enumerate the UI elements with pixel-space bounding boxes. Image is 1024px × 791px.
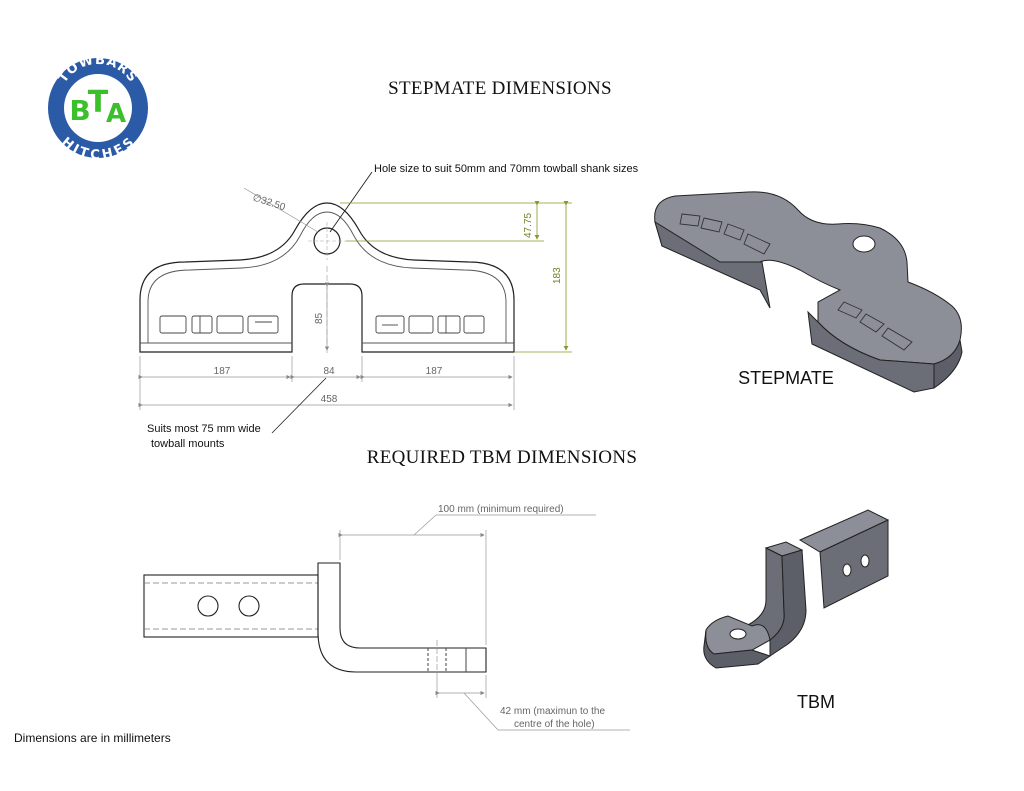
- mount-note-line2: towball mounts: [151, 438, 225, 450]
- tbm-shank-hole-1: [197, 595, 219, 617]
- stepmate-plate-drawing: [139, 202, 515, 356]
- tbm-dim-bottom-line2: centre of the hole): [514, 719, 595, 730]
- slot-depth-dimension: 85: [314, 282, 330, 351]
- mount-note-callout: Suits most 75 mm wide towball mounts: [147, 377, 327, 450]
- tbm-bottom-dimension: [435, 675, 630, 731]
- dim-right: 187: [426, 366, 443, 377]
- stepmate-3d-end-face: [933, 339, 963, 389]
- stepmate-title: STEPMATE DIMENSIONS: [388, 78, 612, 99]
- dim-hole-offset: 47.75: [523, 213, 534, 238]
- tbm-3d-view: TBM: [703, 509, 890, 712]
- horizontal-dimensions: [138, 356, 515, 410]
- dim-total: 458: [321, 394, 338, 405]
- tbm-title: REQUIRED TBM DIMENSIONS: [367, 447, 637, 468]
- stepmate-3d-front-face: [807, 310, 935, 393]
- stepmate-3d-hole: [852, 235, 876, 253]
- dim-left: 187: [214, 366, 231, 377]
- plate-lettering-left: [159, 315, 279, 334]
- stepmate-3d-top-back: [654, 191, 962, 365]
- tbm-shank-hole-2: [238, 595, 260, 617]
- tbm-3d-arm-hole: [729, 628, 747, 640]
- tbm-shank: [143, 574, 319, 638]
- vertical-dimensions: [340, 201, 572, 353]
- bta-logo: TOWBARS HITCHES B T A: [48, 53, 148, 163]
- tbm-dim-top: 100 mm (minimum required): [438, 504, 564, 515]
- hole-note: Hole size to suit 50mm and 70mm towball …: [374, 163, 639, 175]
- logo-letter-a: A: [106, 99, 126, 129]
- plate-outline: [139, 202, 515, 353]
- diameter-label: ∅32.50: [251, 192, 287, 213]
- tbm-3d-shank-hole-2: [860, 554, 870, 568]
- dim-slot-width: 84: [323, 366, 335, 377]
- stepmate-3d-view: STEPMATE: [654, 191, 963, 393]
- tbm-3d-arm-side: [703, 629, 772, 669]
- dim-slot-depth: 85: [314, 312, 325, 324]
- mount-note-line1: Suits most 75 mm wide: [147, 423, 261, 435]
- tbm-3d-caption: TBM: [797, 692, 835, 712]
- stepmate-3d-caption: STEPMATE: [738, 368, 834, 388]
- diameter-dimension: ∅32.50: [243, 187, 319, 233]
- tbm-dim-bottom-line1: 42 mm (maximun to the: [500, 706, 605, 717]
- tbm-3d-shank-hole-1: [842, 563, 852, 577]
- tbm-top-dimension: [338, 514, 596, 645]
- tbm-bracket: [317, 562, 487, 673]
- plate-lettering-right: [375, 315, 485, 334]
- stepmate-3d-lettering: [679, 213, 913, 351]
- logo-letter-b: B: [69, 94, 90, 127]
- tbm-3d-upright-side: [769, 549, 807, 657]
- logo-letter-t: T: [88, 85, 109, 120]
- stepmate-3d-left-face: [654, 220, 771, 309]
- plate-bend-line: [147, 211, 507, 343]
- tbm-side-drawing: [143, 562, 487, 678]
- footer-note: Dimensions are in millimeters: [14, 731, 171, 745]
- dim-height: 183: [552, 267, 563, 284]
- tbm-3d-shank-side: [819, 519, 889, 609]
- logo-letters: B T A: [69, 85, 126, 129]
- logo-inner-circle: [64, 74, 132, 142]
- hole-callout: Hole size to suit 50mm and 70mm towball …: [329, 163, 639, 233]
